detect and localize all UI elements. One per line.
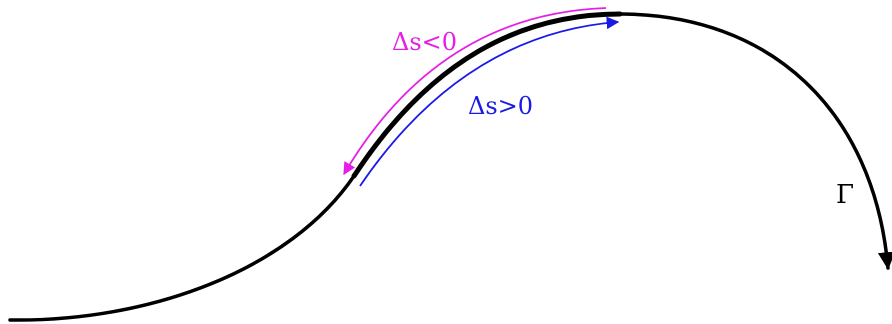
curve-gamma-upper (618, 12, 892, 270)
positive-direction-arrow (359, 16, 620, 187)
negative-direction-arrow (343, 7, 607, 176)
negative-label: Δs<0 (392, 28, 457, 56)
curve-gamma-segment (351, 11, 623, 179)
curve-label: Γ (836, 180, 854, 210)
positive-label: Δs>0 (468, 92, 533, 120)
curve-gamma-lower (8, 174, 356, 322)
